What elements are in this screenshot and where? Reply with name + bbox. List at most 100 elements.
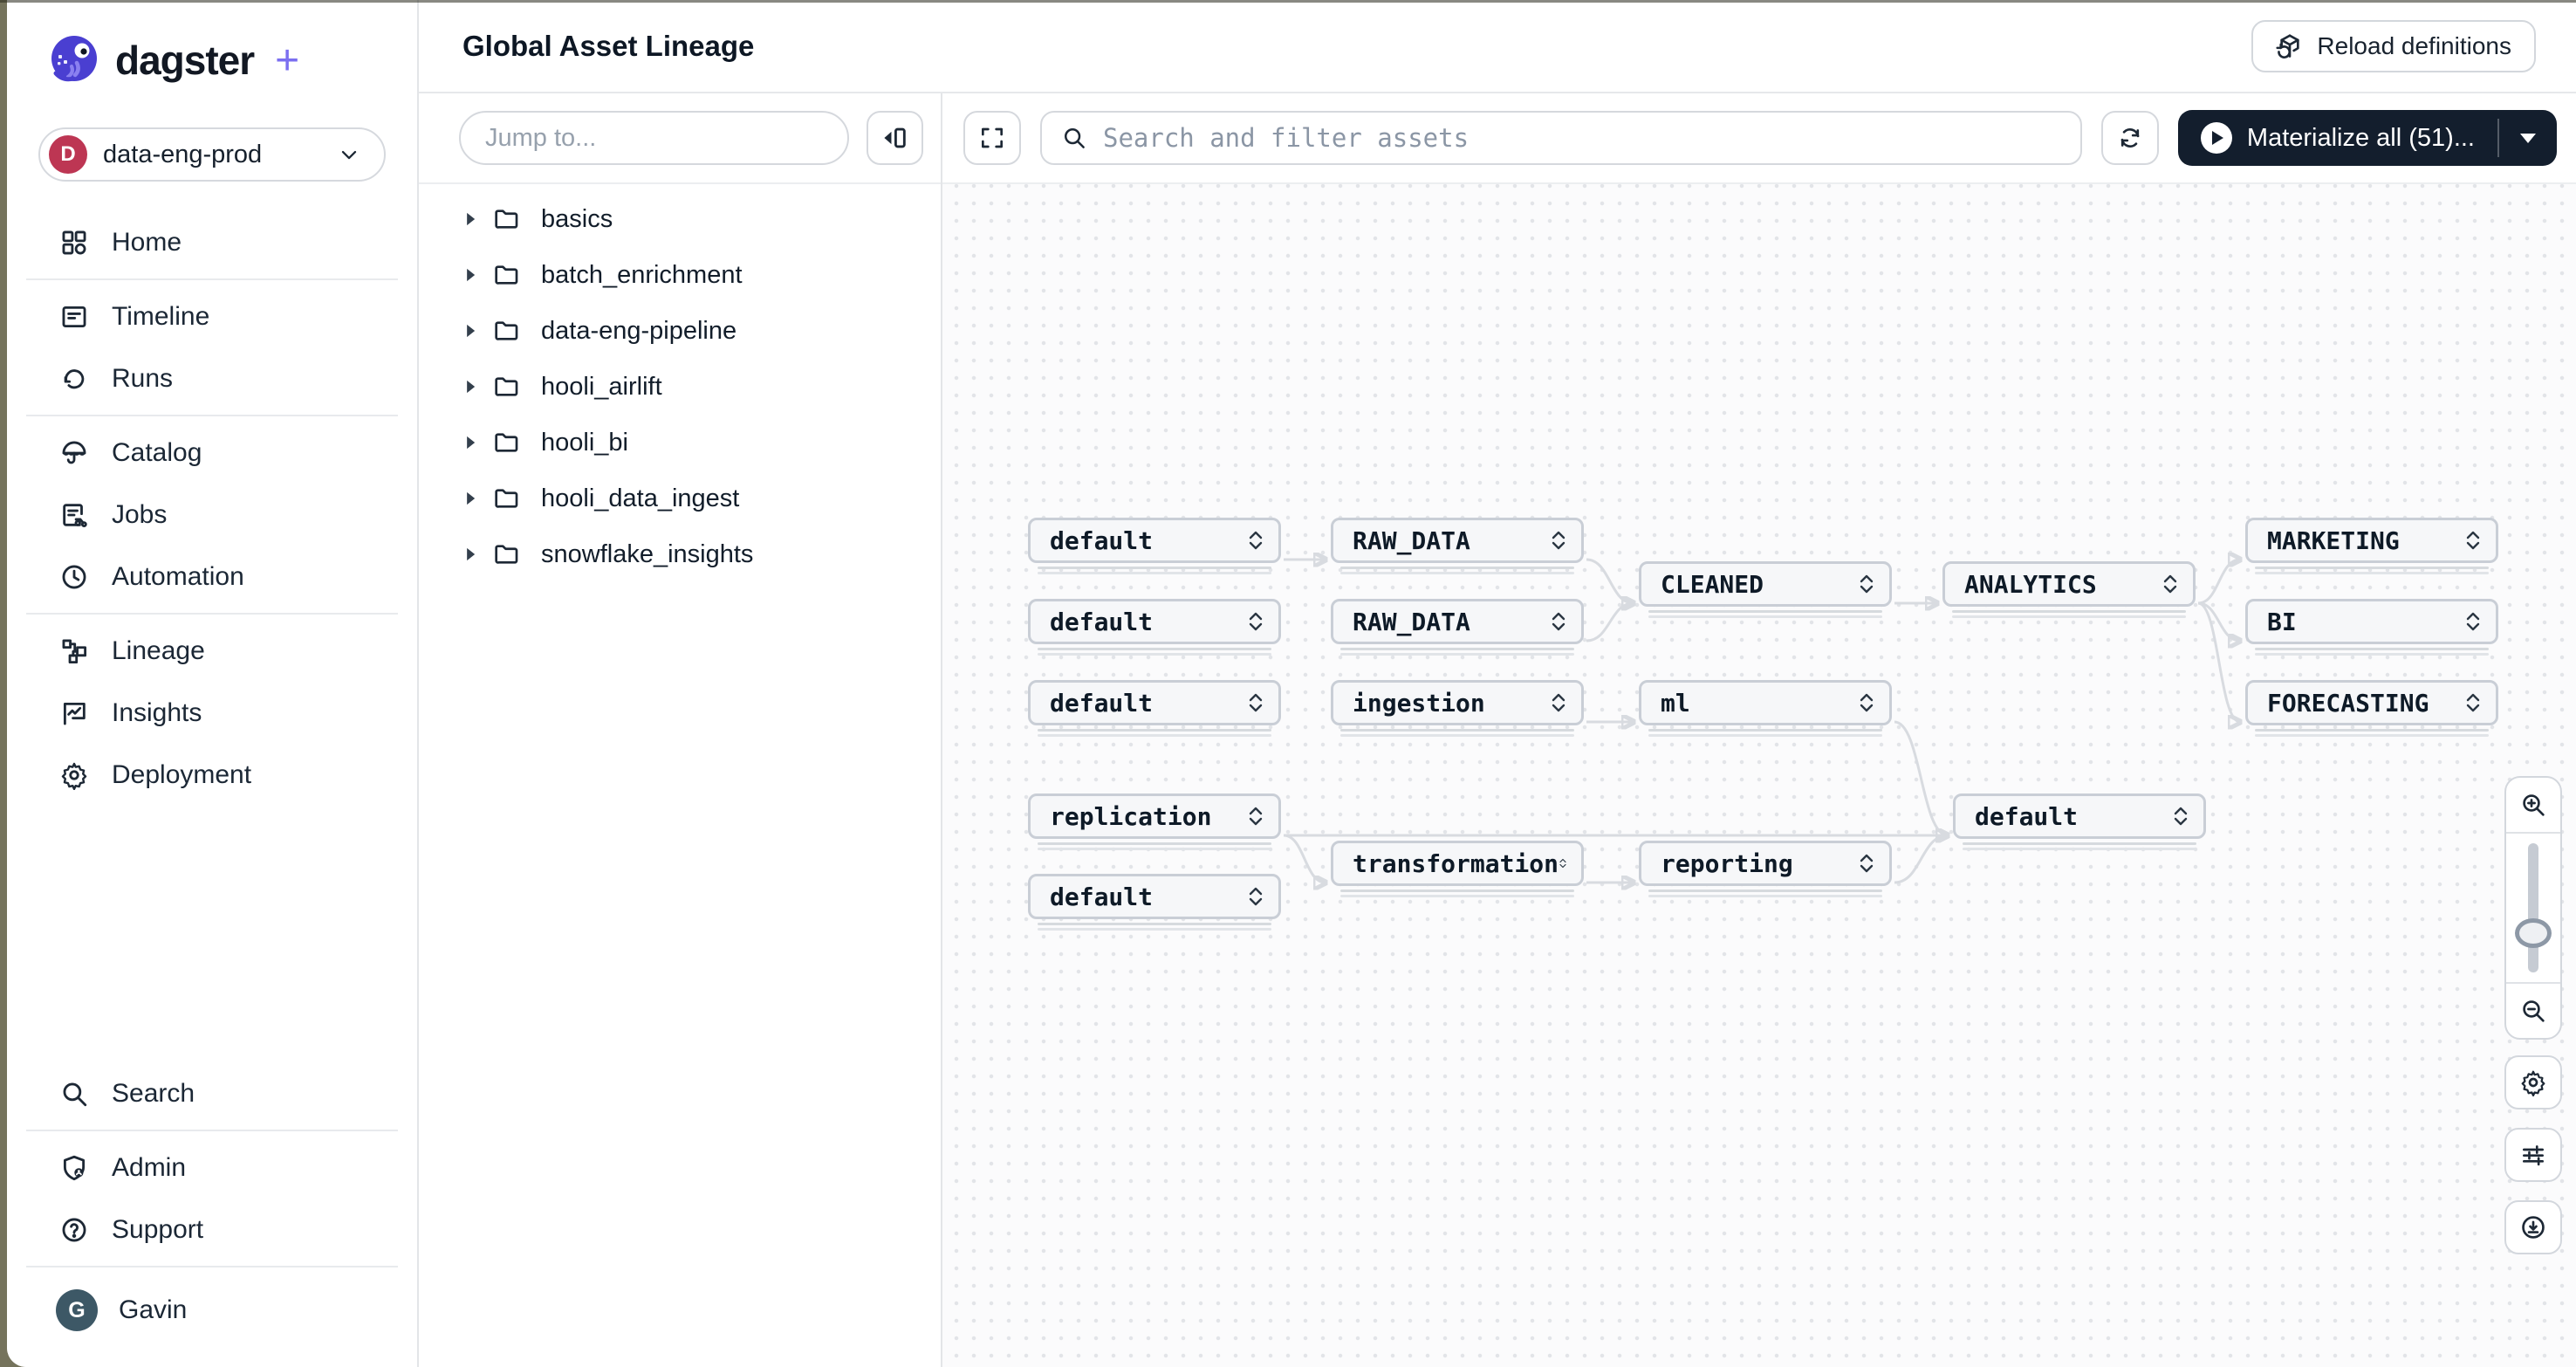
asset-group-node[interactable]: default [1953,793,2206,850]
unfold-more-icon[interactable] [1858,572,1875,596]
unfold-more-icon[interactable] [1858,690,1875,715]
asset-group-label: MARKETING [2267,526,2400,555]
asset-group-label: ANALYTICS [1964,569,2097,599]
tree-item-hooli-airlift[interactable]: hooli_airlift [419,359,941,415]
materialize-all-button[interactable]: Materialize all (51)... [2177,110,2557,166]
tree-item-basics[interactable]: basics [419,191,941,247]
unfold-more-icon[interactable] [1550,528,1567,553]
asset-search-input[interactable] [1103,123,2061,153]
sidebar-item-label: Runs [112,363,174,393]
sidebar-item-timeline[interactable]: Timeline [7,285,417,347]
unfold-more-icon[interactable] [2464,528,2482,553]
tree-item-snowflake-insights[interactable]: snowflake_insights [419,526,941,582]
sidebar-item-deployment[interactable]: Deployment [7,744,417,806]
zoom-slider-track[interactable] [2515,843,2552,972]
sidebar-item-catalog[interactable]: Catalog [7,422,417,484]
unfold-more-icon[interactable] [1247,528,1264,553]
refresh-button[interactable] [2100,111,2159,165]
download-view-button[interactable] [2504,1200,2562,1254]
unfold-more-icon[interactable] [2464,690,2482,715]
materialize-dropdown-caret[interactable] [2499,110,2557,166]
asset-group-node[interactable]: default [1028,518,1281,574]
sidebar-item-home[interactable]: Home [7,211,417,273]
unfold-more-icon[interactable] [1247,690,1264,715]
unfold-more-icon[interactable] [1559,851,1567,876]
tree-item-data-eng-pipeline[interactable]: data-eng-pipeline [419,303,941,359]
asset-group-label: default [1975,801,2079,831]
unfold-more-icon[interactable] [1550,609,1567,634]
graph-filters-button[interactable] [2504,1128,2562,1182]
brand-logo-row[interactable]: dagster + [7,0,417,87]
page-header: Global Asset Lineage Reload definitions [419,0,2576,93]
grid-icon [62,230,86,254]
asset-group-node[interactable]: BI [2245,599,2498,656]
unfold-more-icon[interactable] [1858,851,1875,876]
collapse-panel-button[interactable] [866,111,923,165]
unfold-more-icon[interactable] [2172,804,2189,828]
tree-item-batch-enrichment[interactable]: batch_enrichment [419,247,941,303]
asset-group-node[interactable]: RAW_DATA [1331,599,1584,656]
user-name: Gavin [119,1295,188,1324]
unfold-more-icon[interactable] [1247,609,1264,634]
lineage-edge [1283,834,1326,883]
asset-group-node[interactable]: reporting [1639,841,1892,897]
asset-group-node[interactable]: CLEANED [1639,561,1892,618]
user-menu[interactable]: G Gavin [7,1273,417,1348]
tree-item-hooli-data-ingest[interactable]: hooli_data_ingest [419,471,941,526]
caret-right-icon[interactable] [464,267,476,283]
sidebar-item-insights[interactable]: Insights [7,682,417,744]
asset-group-node[interactable]: transformation [1331,841,1584,897]
caret-right-icon[interactable] [464,323,476,339]
sidebar-item-support[interactable]: Support [7,1199,417,1261]
sidebar-item-search[interactable]: Search [7,1062,417,1124]
unfold-more-icon[interactable] [1247,804,1264,828]
zoom-slider-thumb[interactable] [2515,918,2552,948]
asset-group-node[interactable]: replication [1028,793,1281,850]
unfold-more-icon[interactable] [2162,572,2179,596]
divider [26,1130,398,1131]
asset-search-box[interactable] [1040,111,2082,165]
asset-group-node[interactable]: FORECASTING [2245,680,2498,737]
asset-group-node[interactable]: default [1028,874,1281,931]
reload-definitions-button[interactable]: Reload definitions [2251,19,2536,72]
jump-to-input[interactable] [459,111,849,165]
caret-right-icon[interactable] [464,491,476,506]
play-icon [2200,122,2232,154]
refresh-icon [2120,128,2140,148]
fit-view-button[interactable] [963,111,1021,165]
sidebar: dagster + D data-eng-prod Home Timeline … [7,0,419,1367]
sidebar-item-runs[interactable]: Runs [7,347,417,409]
unfold-more-icon[interactable] [1550,690,1567,715]
asset-group-node[interactable]: ANALYTICS [1942,561,2196,618]
caret-right-icon[interactable] [464,546,476,562]
catalog-icon [62,441,86,464]
caret-right-icon[interactable] [464,435,476,450]
download-icon [2522,1216,2545,1239]
graph-settings-button[interactable] [2504,1055,2562,1109]
unfold-more-icon[interactable] [2464,609,2482,634]
dagster-logo-icon [51,36,97,82]
asset-group-node[interactable]: ml [1639,680,1892,737]
asset-group-node[interactable]: default [1028,680,1281,737]
asset-group-node[interactable]: RAW_DATA [1331,518,1584,574]
zoom-out-icon [2523,1000,2545,1022]
unfold-more-icon[interactable] [1247,884,1264,909]
lineage-edge [2197,601,2240,722]
deployment-switcher[interactable]: D data-eng-prod [38,127,386,182]
sidebar-item-jobs[interactable]: Jobs [7,484,417,546]
sidebar-item-lineage[interactable]: Lineage [7,620,417,682]
zoom-out-button[interactable] [2506,984,2560,1038]
folder-icon [495,545,518,564]
asset-group-node[interactable]: MARKETING [2245,518,2498,574]
sidebar-item-admin[interactable]: Admin [7,1137,417,1199]
search-icon [63,1082,87,1106]
caret-right-icon[interactable] [464,379,476,395]
asset-group-node[interactable]: default [1028,599,1281,656]
tree-item-hooli-bi[interactable]: hooli_bi [419,415,941,471]
folder-label: basics [541,204,613,233]
asset-group-node[interactable]: ingestion [1331,680,1584,737]
zoom-in-button[interactable] [2506,778,2560,832]
sidebar-item-automation[interactable]: Automation [7,546,417,608]
caret-right-icon[interactable] [464,211,476,227]
